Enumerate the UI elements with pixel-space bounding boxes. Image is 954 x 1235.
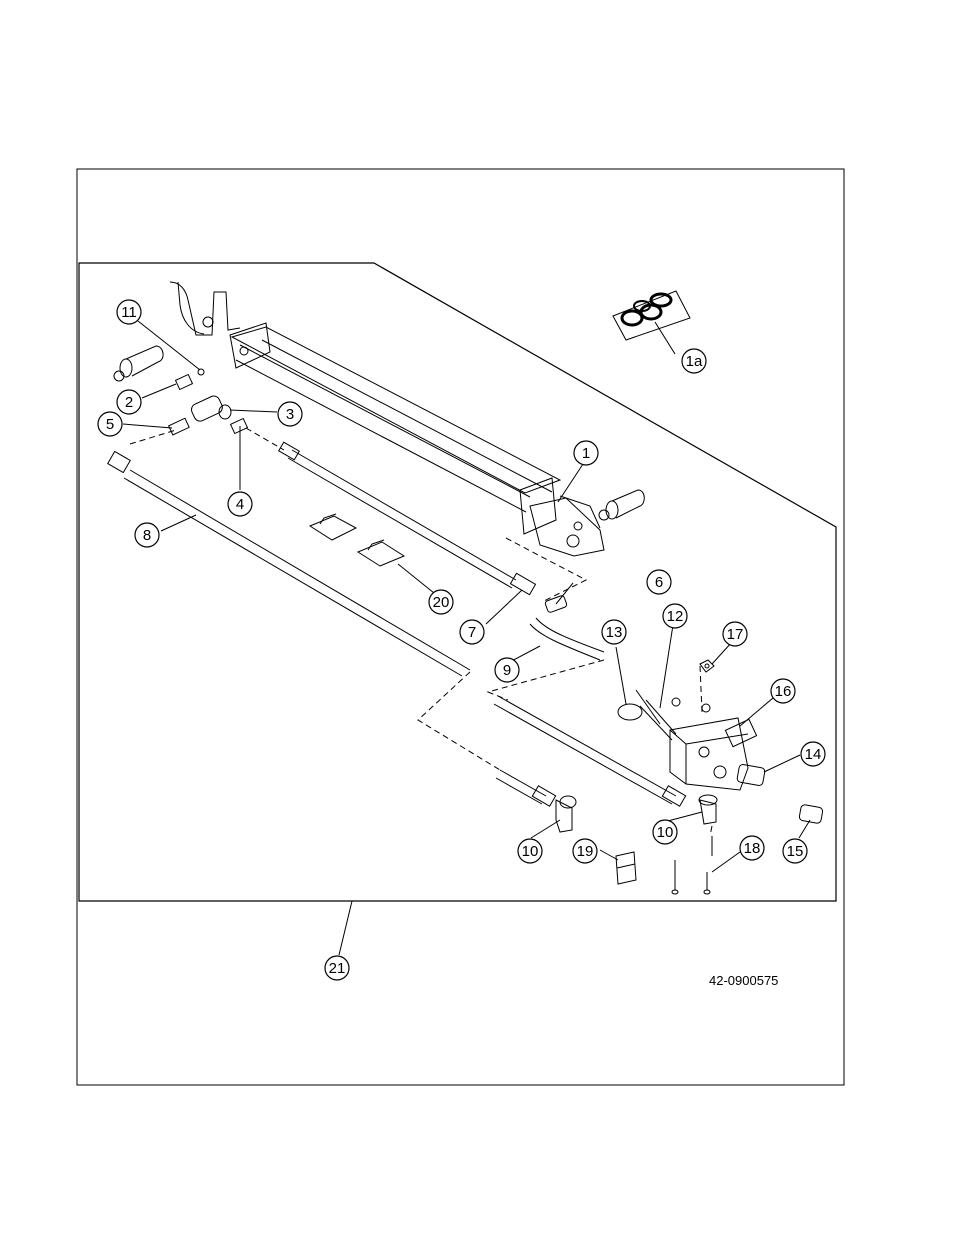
callout-9: 9 — [494, 657, 520, 683]
elbow-fitting-10a — [555, 795, 577, 833]
inner-frame — [78, 262, 837, 902]
svg-text:6: 6 — [655, 574, 663, 591]
svg-text:8: 8 — [143, 527, 151, 544]
outer-frame — [76, 168, 845, 1086]
drawing-number: 42-0900575 — [709, 973, 778, 988]
callout-5: 5 — [97, 411, 123, 437]
svg-text:7: 7 — [468, 624, 476, 641]
svg-text:3: 3 — [286, 406, 294, 423]
callout-8: 8 — [134, 522, 160, 548]
hydraulic-cylinder — [169, 281, 605, 557]
callout-17: 17 — [722, 621, 748, 647]
callout-1a: 1a — [681, 348, 707, 374]
svg-text:4: 4 — [236, 496, 244, 513]
callout-21: 21 — [324, 955, 350, 981]
svg-text:13: 13 — [606, 624, 623, 641]
callout-4: 4 — [227, 491, 253, 517]
clevis-pin-left — [113, 345, 164, 382]
leader-lines — [122, 320, 811, 956]
callout-10-right: 10 — [652, 819, 678, 845]
callout-19: 19 — [572, 838, 598, 864]
svg-text:1: 1 — [582, 445, 590, 462]
routing-dashes — [129, 427, 713, 837]
callout-18: 18 — [739, 835, 765, 861]
seal-kit — [612, 290, 691, 341]
decal-19 — [615, 851, 637, 885]
hose-7 — [278, 441, 537, 596]
callout-6: 6 — [646, 569, 672, 595]
callout-12: 12 — [662, 603, 688, 629]
svg-text:5: 5 — [106, 416, 114, 433]
fittings-left — [167, 368, 249, 436]
callout-14: 14 — [800, 741, 826, 767]
clamp-brackets — [308, 513, 406, 567]
svg-text:19: 19 — [577, 843, 594, 860]
callout-3: 3 — [277, 401, 303, 427]
control-valve — [617, 689, 758, 791]
clevis-pin-right — [598, 489, 645, 521]
callout-11: 11 — [116, 299, 142, 325]
callout-16: 16 — [770, 678, 796, 704]
svg-text:21: 21 — [329, 960, 346, 977]
svg-text:18: 18 — [744, 840, 761, 857]
svg-text:15: 15 — [787, 843, 804, 860]
callout-7: 7 — [459, 619, 485, 645]
svg-text:20: 20 — [433, 594, 450, 611]
svg-text:10: 10 — [657, 824, 674, 841]
callout-2: 2 — [116, 389, 142, 415]
hose-9 — [493, 617, 687, 807]
fitting-6 — [544, 595, 568, 613]
callout-1: 1 — [573, 440, 599, 466]
elbow-fitting-10b — [698, 794, 718, 825]
nut-17 — [699, 659, 715, 673]
adapter-14 — [736, 764, 766, 786]
bolts-18 — [671, 836, 713, 895]
callout-10-left: 10 — [517, 838, 543, 864]
svg-text:1a: 1a — [686, 353, 703, 370]
svg-text:11: 11 — [121, 304, 137, 321]
callout-15: 15 — [782, 838, 808, 864]
svg-text:10: 10 — [522, 843, 539, 860]
adapter-15 — [798, 804, 824, 824]
svg-text:12: 12 — [667, 608, 684, 625]
svg-text:17: 17 — [727, 626, 744, 643]
callout-13: 13 — [601, 619, 627, 645]
callout-20: 20 — [428, 589, 454, 615]
svg-text:9: 9 — [503, 662, 511, 679]
svg-text:14: 14 — [805, 746, 822, 763]
svg-text:2: 2 — [125, 394, 133, 411]
hose-8 — [107, 450, 557, 807]
svg-text:16: 16 — [775, 683, 792, 700]
